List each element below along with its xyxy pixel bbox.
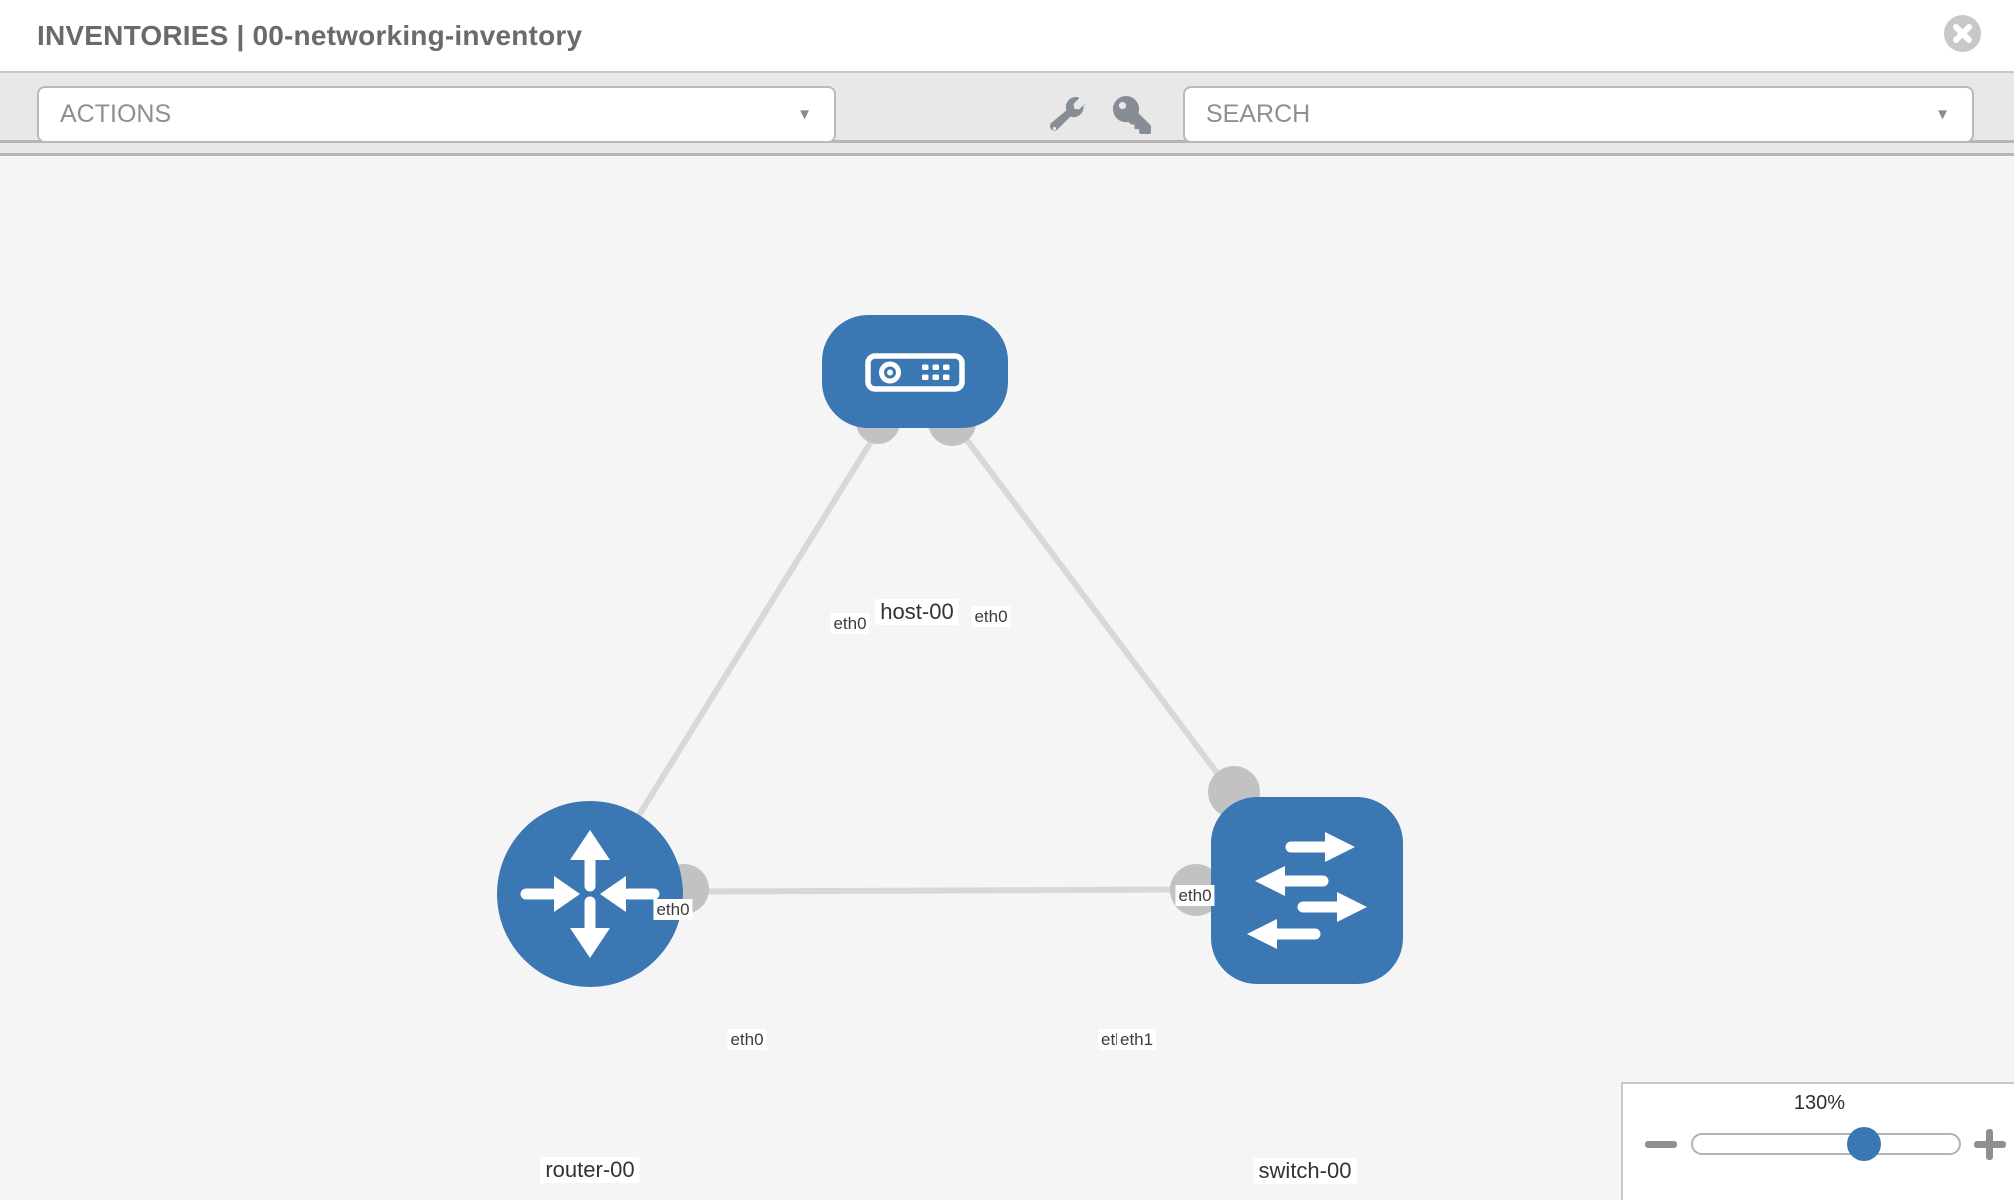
interface-label-switch-to-host: eth0 [1175, 885, 1215, 906]
zoom-slider-track[interactable] [1691, 1133, 1961, 1155]
credentials-button[interactable] [1110, 94, 1154, 138]
actions-dropdown[interactable]: ACTIONS ▼ [37, 86, 836, 143]
interface-label-host-to-router: eth0 [830, 613, 870, 634]
interface-stubs [659, 398, 1260, 916]
actions-dropdown-label: ACTIONS [60, 100, 172, 128]
interface-label-switch-to-router-group: eth0 eth1 [1098, 1029, 1172, 1050]
search-dropdown[interactable]: SEARCH ▼ [1183, 86, 1974, 143]
header: INVENTORIES | 00-networking-inventory [0, 0, 2014, 71]
wrench-icon [1049, 96, 1086, 131]
close-icon [1953, 24, 1972, 43]
node-label-router: router-00 [540, 1157, 640, 1183]
key-icon [1113, 95, 1151, 134]
toolbar-divider [0, 143, 2014, 156]
zoom-out-button[interactable] [1645, 1134, 1679, 1154]
zoom-slider-handle[interactable] [1847, 1127, 1881, 1161]
node-switch[interactable] [1211, 797, 1403, 984]
interface-label-router-to-switch: eth0 [727, 1029, 767, 1050]
minus-icon [1645, 1141, 1677, 1148]
node-router[interactable] [497, 801, 683, 987]
close-button[interactable] [1944, 15, 1981, 52]
interface-label-host-to-switch: eth0 [971, 606, 1011, 627]
chevron-down-icon: ▼ [797, 106, 812, 123]
topology-canvas[interactable]: host-00 router-00 switch-00 eth0 eth0 et… [0, 156, 2014, 1200]
interface-label-router-to-host: eth0 [653, 899, 693, 920]
router-icon [520, 830, 660, 958]
chevron-down-icon: ▼ [1935, 106, 1950, 123]
node-label-host: host-00 [875, 599, 959, 625]
zoom-level-value: 130% [1793, 1092, 1846, 1114]
link-host-router [587, 369, 918, 896]
node-host[interactable] [822, 315, 1008, 428]
toolbar: ACTIONS ▼ SEARCH ▼ [0, 71, 2014, 143]
zoom-control-panel: 130% [1621, 1082, 2014, 1200]
host-icon [865, 353, 965, 392]
search-dropdown-label: SEARCH [1206, 100, 1311, 128]
switch-icon [1247, 832, 1367, 949]
page-title: INVENTORIES | 00-networking-inventory [37, 20, 583, 51]
interface-label-switch-to-router: eth1 [1117, 1029, 1157, 1050]
node-label-switch: switch-00 [1253, 1158, 1357, 1184]
topology-links [587, 369, 1308, 896]
zoom-in-button[interactable] [1973, 1127, 2007, 1161]
configure-button[interactable] [1046, 94, 1090, 138]
